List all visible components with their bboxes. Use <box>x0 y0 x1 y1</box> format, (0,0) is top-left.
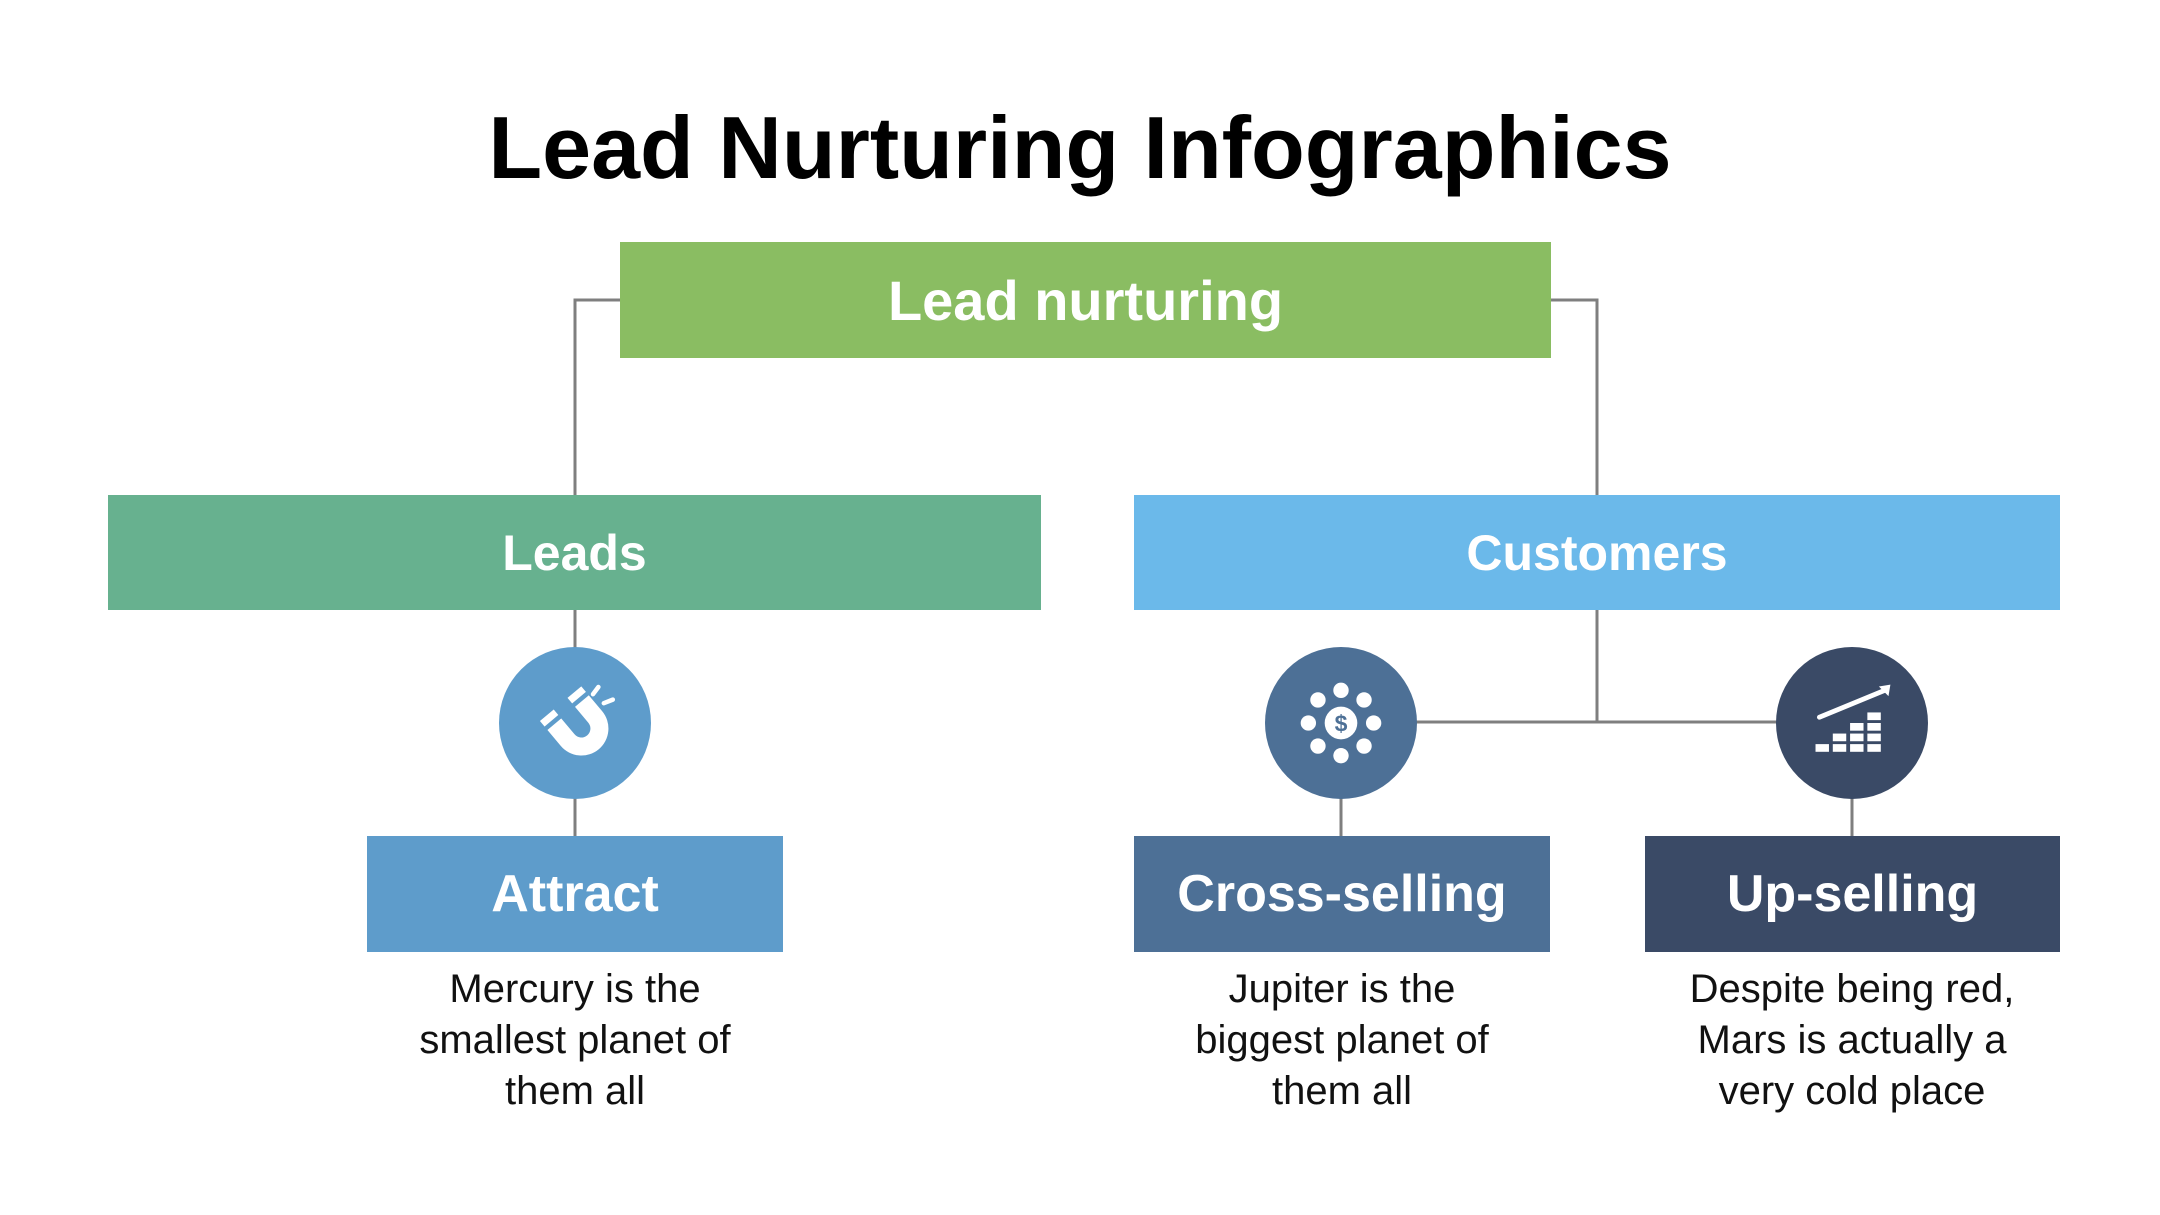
description-line: Jupiter is the <box>1228 967 1456 1011</box>
step-description-attract: Mercury is the smallest planet of them a… <box>345 964 805 1117</box>
step-circle-attract <box>499 647 651 799</box>
magnet-icon <box>539 684 616 756</box>
step-box-attract: Attract <box>367 836 783 952</box>
step-box-cross-selling: Cross-selling <box>1134 836 1550 952</box>
description-line: them all <box>504 1069 646 1113</box>
step-description-up-selling: Despite being red, Mars is actually a ve… <box>1622 964 2082 1117</box>
step-box-up-selling: Up-selling <box>1645 836 2060 952</box>
description-line: smallest planet of <box>419 1018 731 1062</box>
group-box-leads: Leads <box>108 495 1041 610</box>
description-line: Mars is actually a <box>1697 1018 2007 1062</box>
step-label-up-selling: Up-selling <box>1726 865 1979 923</box>
growth-chart-icon <box>1815 684 1891 752</box>
step-circle-cross-selling: $ <box>1265 647 1417 799</box>
description-line: Mercury is the <box>449 967 701 1011</box>
step-label-attract: Attract <box>491 865 659 923</box>
svg-text:$: $ <box>1335 711 1348 737</box>
step-description-cross-selling: Jupiter is the biggest planet of them al… <box>1112 964 1572 1117</box>
description-line: Despite being red, <box>1689 967 2015 1011</box>
group-label-leads: Leads <box>502 524 647 581</box>
page-title: Lead Nurturing Infographics <box>488 98 1672 197</box>
description-line: biggest planet of <box>1195 1018 1489 1062</box>
connector-root-customers <box>1551 298 1599 495</box>
step-label-cross-selling: Cross-selling <box>1177 865 1507 923</box>
description-line: them all <box>1271 1069 1413 1113</box>
root-label: Lead nurturing <box>887 268 1284 332</box>
group-label-customers: Customers <box>1466 524 1728 581</box>
description-line: very cold place <box>1718 1069 1986 1113</box>
group-box-customers: Customers <box>1134 495 2060 610</box>
connector-root-leads <box>573 298 620 495</box>
step-circle-up-selling <box>1776 647 1928 799</box>
root-box-lead-nurturing: Lead nurturing <box>620 242 1551 358</box>
dollar-network-icon: $ <box>1300 682 1382 764</box>
